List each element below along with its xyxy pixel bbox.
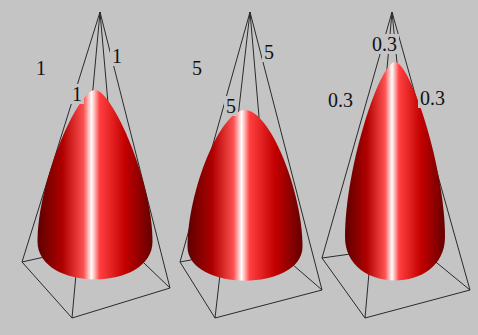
dimension-label: 0.3	[326, 90, 355, 110]
dimension-label: 5	[262, 42, 276, 62]
red-surface	[38, 90, 153, 279]
dimension-label: 1	[110, 46, 124, 66]
dimension-label: 5	[224, 96, 238, 116]
pyramid-frame	[22, 12, 170, 318]
dimension-label: 1	[34, 58, 48, 78]
pyramid-frame	[180, 12, 322, 318]
dimension-label: 1	[70, 84, 84, 104]
dimension-label: 5	[190, 58, 204, 78]
dimension-label: 0.3	[370, 34, 399, 54]
red-surface	[188, 110, 303, 281]
dimension-label: 0.3	[418, 88, 447, 108]
pyramid-frame	[322, 12, 470, 318]
